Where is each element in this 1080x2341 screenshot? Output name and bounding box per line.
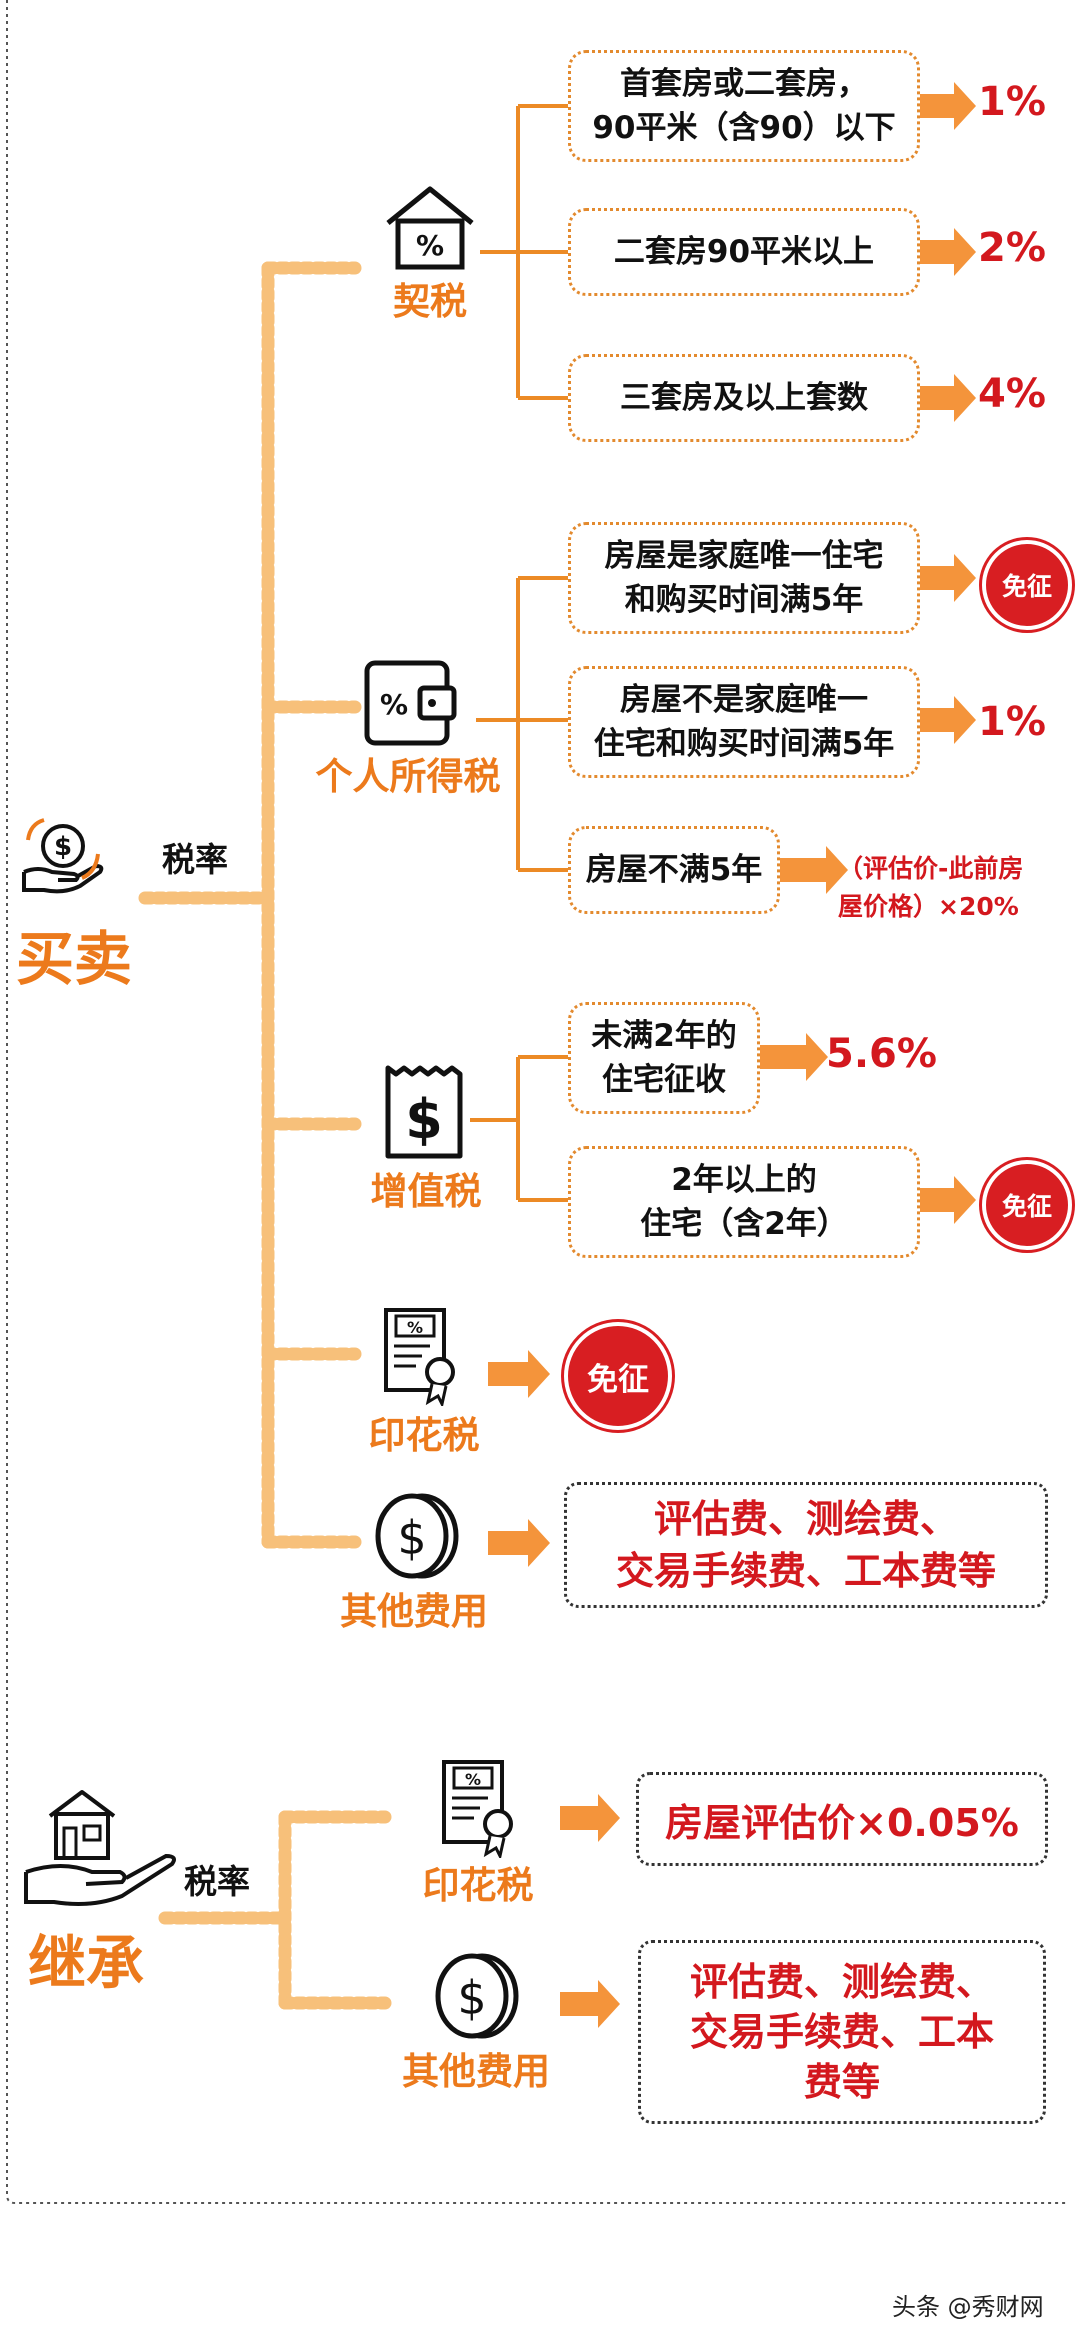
inherit-other-fees-label: 其他费用 [402,2050,550,2093]
other-fees-box: 评估费、测绘费、 交易手续费、工本费等 [564,1482,1048,1608]
svg-text:$: $ [405,1088,443,1151]
income-tax-exempt-badge: 免征 [982,540,1072,630]
inherit-stamp-tax-label: 印花税 [422,1864,534,1907]
svg-text:%: % [465,1770,481,1789]
coin-dollar-icon: $ [372,1490,462,1582]
svg-text:$: $ [457,1971,486,2025]
svg-text:%: % [380,688,408,721]
income-tax-result-3: （评估价-此前房 屋价格）×20% [838,854,1024,921]
coin-dollar-icon: $ [432,1950,522,2042]
inherit-stamp-tax-box: 房屋评估价×0.05% [636,1772,1048,1866]
hand-money-icon: $ [18,810,108,900]
inherit-title: 继承 [28,1929,145,1997]
deed-tax-result-3: 4% [978,371,1046,417]
svg-text:%: % [407,1318,423,1337]
certificate-icon: % [382,1306,462,1409]
receipt-dollar-icon: $ [378,1062,470,1162]
hand-house-icon [22,1780,182,1920]
deed-tax-result-1: 1% [978,79,1046,125]
wallet-percent-icon: % [362,658,458,748]
income-tax-label: 个人所得税 [315,755,501,798]
vat-condition-1: 未满2年的 住宅征收 [568,1002,760,1114]
deed-tax-condition-3: 三套房及以上套数 [568,354,920,442]
income-tax-condition-2: 房屋不是家庭唯一 住宅和购买时间满5年 [568,666,920,778]
vat-exempt-badge: 免征 [982,1160,1072,1250]
sale-title: 买卖 [16,925,133,993]
income-tax-condition-3: 房屋不满5年 [568,826,780,914]
watermark-text: 头条 @秀财网 [892,2293,1044,2321]
svg-text:%: % [416,229,444,262]
deed-tax-condition-2: 二套房90平米以上 [568,208,920,296]
svg-text:$: $ [397,1511,426,1565]
stamp-tax-exempt-badge: 免征 [564,1322,672,1430]
certificate-icon: % [440,1758,520,1861]
inherit-other-fees-box: 评估费、测绘费、 交易手续费、工本 费等 [638,1940,1046,2124]
stamp-tax-label: 印花税 [368,1414,480,1457]
income-tax-condition-1: 房屋是家庭唯一住宅 和购买时间满5年 [568,522,920,634]
sale-rate-label: 税率 [162,840,228,879]
vat-condition-2: 2年以上的 住宅（含2年） [568,1146,920,1258]
vat-label: 增值税 [370,1170,482,1213]
vat-result-1: 5.6% [826,1031,937,1077]
deed-tax-label: 契税 [393,280,467,323]
svg-text:$: $ [54,832,72,862]
income-tax-result-2: 1% [978,699,1046,745]
house-percent-icon: % [382,183,478,273]
deed-tax-condition-1: 首套房或二套房， 90平米（含90）以下 [568,50,920,162]
deed-tax-result-2: 2% [978,225,1046,271]
inherit-rate-label: 税率 [184,1862,250,1901]
other-fees-label: 其他费用 [340,1590,488,1633]
